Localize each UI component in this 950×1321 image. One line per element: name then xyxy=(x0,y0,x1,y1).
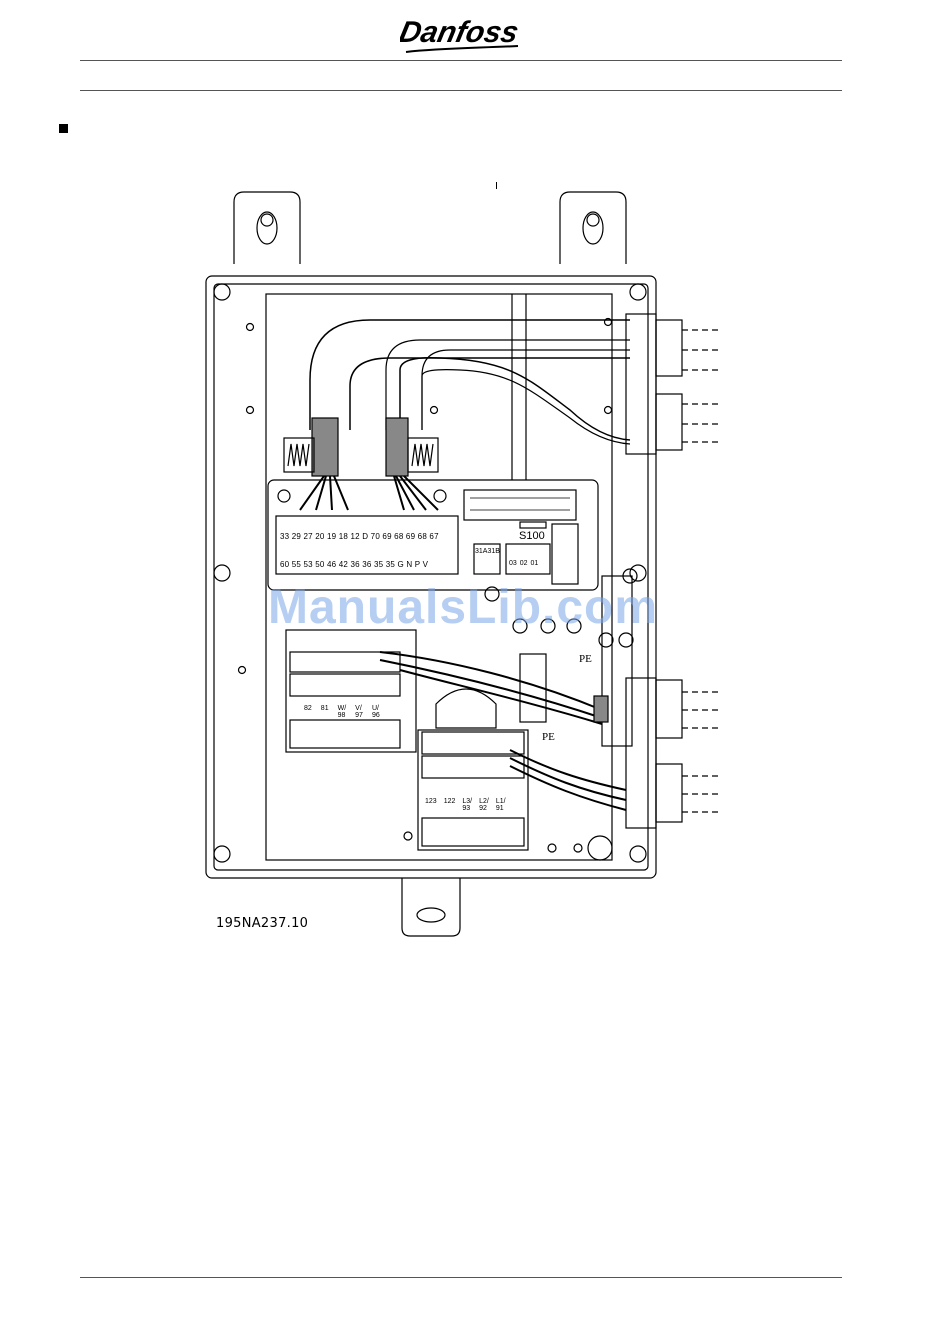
terminal-label: 46 xyxy=(327,560,336,569)
terminal-label: 33 xyxy=(280,532,289,541)
pe-label-upper: PE xyxy=(579,653,592,665)
terminal-label: V xyxy=(423,560,429,569)
terminal-label: P xyxy=(415,560,420,569)
terminal-label: 35 xyxy=(374,560,383,569)
switch-position: 03 xyxy=(509,560,517,567)
terminal-label: N xyxy=(406,560,412,569)
motor-terminal: 81 xyxy=(321,705,329,719)
terminal-label: 53 xyxy=(304,560,313,569)
terminal-label: 18 xyxy=(339,532,348,541)
motor-terminal: 82 xyxy=(304,705,312,719)
pe-label-lower: PE xyxy=(542,731,555,743)
mains-terminal: L3/ 93 xyxy=(462,798,472,812)
terminal-label: G xyxy=(398,560,404,569)
mains-terminal: 122 xyxy=(444,798,456,812)
header-rule-top xyxy=(80,60,842,61)
figure-label: 195NA237.10 xyxy=(216,916,308,931)
section-bullet xyxy=(59,124,68,133)
terminal-label: 69 xyxy=(382,532,391,541)
motor-terminal: W/ 98 xyxy=(338,705,347,719)
terminal-label: 50 xyxy=(315,560,324,569)
watermark: ManualsLib.com xyxy=(268,580,658,635)
terminal-label: 70 xyxy=(371,532,380,541)
control-terminal-row-bottom: 60 55 53 50 46 42 36 36 35 35 G N P V xyxy=(280,560,428,569)
terminal-label: D xyxy=(362,532,368,541)
terminal-label: 69 xyxy=(406,532,415,541)
switch-position: 01 xyxy=(531,560,539,567)
terminal-label: 55 xyxy=(292,560,301,569)
danfoss-logo: Danfoss xyxy=(400,12,525,56)
relay-label: 31A xyxy=(475,548,487,555)
mains-terminal: L2/ 92 xyxy=(479,798,489,812)
logo-text: Danfoss xyxy=(400,16,521,49)
terminal-label: 20 xyxy=(315,532,324,541)
header-rule-bottom xyxy=(80,90,842,91)
terminal-label: 42 xyxy=(339,560,348,569)
motor-terminal: U/ 96 xyxy=(372,705,380,719)
mains-terminal-labels: 123 122 L3/ 93 L2/ 92 L1/ 91 xyxy=(425,798,506,812)
terminal-label: 29 xyxy=(292,532,301,541)
terminal-label: 68 xyxy=(418,532,427,541)
switch-positions: 03 02 01 xyxy=(509,560,538,567)
mains-terminal: 123 xyxy=(425,798,437,812)
footer-rule xyxy=(80,1277,842,1278)
terminal-label: 68 xyxy=(394,532,403,541)
terminal-label: 36 xyxy=(362,560,371,569)
relay-label: 31B xyxy=(487,548,499,555)
terminal-label: 36 xyxy=(351,560,360,569)
switch-position: 02 xyxy=(520,560,528,567)
mains-terminal: L1/ 91 xyxy=(496,798,506,812)
motor-terminal: V/ 97 xyxy=(355,705,363,719)
terminal-label: 19 xyxy=(327,532,336,541)
terminal-label: 12 xyxy=(351,532,360,541)
relay-labels: 31A31B xyxy=(475,548,500,555)
switch-label: S100 xyxy=(519,530,545,542)
terminal-label: 67 xyxy=(429,532,438,541)
terminal-label: 35 xyxy=(386,560,395,569)
motor-terminal-labels: 82 81 W/ 98 V/ 97 U/ 96 xyxy=(304,705,380,719)
wiring-diagram xyxy=(190,180,750,940)
terminal-label: 27 xyxy=(304,532,313,541)
terminal-label: 60 xyxy=(280,560,289,569)
control-terminal-row-top: 33 29 27 20 19 18 12 D 70 69 68 69 68 67 xyxy=(280,532,439,541)
